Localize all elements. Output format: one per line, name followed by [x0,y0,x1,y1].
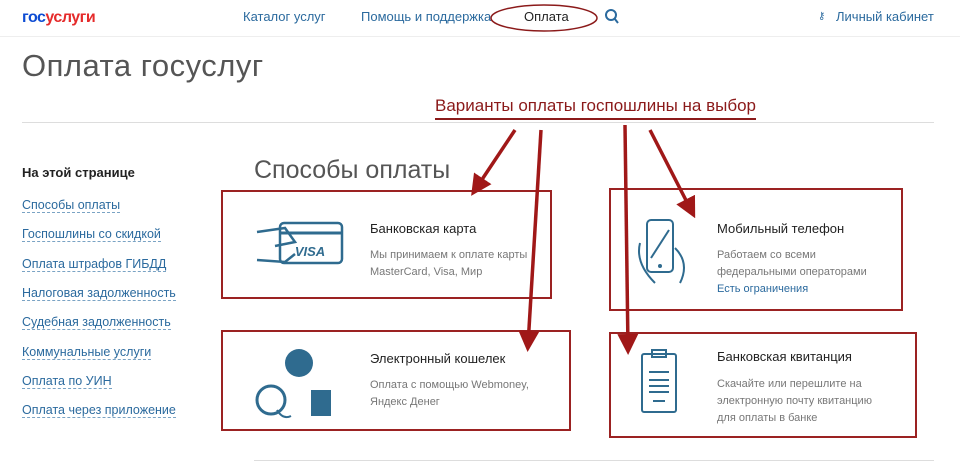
method-desc: Яндекс Денег [370,396,440,408]
method-desc: Оплата с помощью Webmoney, [370,379,529,391]
method-desc: электронную почту квитанцию [717,395,872,407]
card-hand-icon: VISA [256,221,344,265]
ewallet-icons [255,349,331,419]
highlight-ellipse [490,4,598,32]
method-desc: федеральными операторами [717,266,867,278]
method-mobile[interactable]: Мобильный телефон Работаем со всеми федер… [609,188,903,311]
sidebar-item[interactable]: Оплата штрафов ГИБДД [22,257,167,272]
method-ewallet[interactable]: Электронный кошелек Оплата с помощью Web… [221,330,571,431]
sidebar-item[interactable]: Налоговая задолженность [22,286,176,301]
sidebar-item[interactable]: Способы оплаты [22,198,121,213]
nav-payment[interactable]: Оплата [524,9,569,24]
divider [254,460,934,461]
sidebar-item[interactable]: Судебная задолженность [22,315,171,330]
sidebar-item[interactable]: Оплата через приложение [22,403,176,418]
mobile-phone-icon [638,219,685,284]
logo-part: гос [22,9,46,26]
method-desc: MasterCard, Visa, Мир [370,266,483,278]
arrow [471,129,517,196]
method-title: Банковская карта [370,221,477,236]
nav-catalog[interactable]: Каталог услуг [243,9,326,24]
key-icon: ⚷ [818,11,826,22]
gosuslugi-logo[interactable]: госуслуги [22,9,96,27]
page-title: Оплата госуслуг [22,48,264,83]
section-title: Способы оплаты [254,156,451,184]
method-bank-card[interactable]: VISA Банковская карта Мы принимаем к опл… [221,190,552,299]
method-desc: для оплаты в банке [717,412,818,424]
sidebar-item[interactable]: Коммунальные услуги [22,345,152,360]
method-title: Электронный кошелек [370,351,506,366]
restrictions-link[interactable]: Есть ограничения [717,283,809,295]
annotation-label: Варианты оплаты госпошлины на выбор [435,96,756,120]
method-title: Мобильный телефон [717,221,845,236]
clipboard-receipt-icon [641,349,677,413]
logo-part: услуги [45,9,96,26]
divider [22,122,934,123]
nav-help[interactable]: Помощь и поддержка [361,9,492,24]
method-desc: Скачайте или перешлите на [717,378,862,390]
method-title: Банковская квитанция [717,349,852,364]
method-bank-receipt[interactable]: Банковская квитанция Скачайте или перешл… [609,332,917,438]
svg-text:VISA: VISA [295,244,325,259]
method-desc: Работаем со всеми [717,249,816,261]
account-link[interactable]: Личный кабинет [836,9,934,24]
sidebar-item[interactable]: Оплата по УИН [22,374,112,389]
method-desc: Мы принимаем к оплате карты [370,249,528,261]
sidebar-item[interactable]: Госпошлины со скидкой [22,227,161,242]
sidebar-heading: На этой странице [22,165,135,180]
search-icon[interactable] [604,8,620,24]
header-divider [0,36,960,37]
